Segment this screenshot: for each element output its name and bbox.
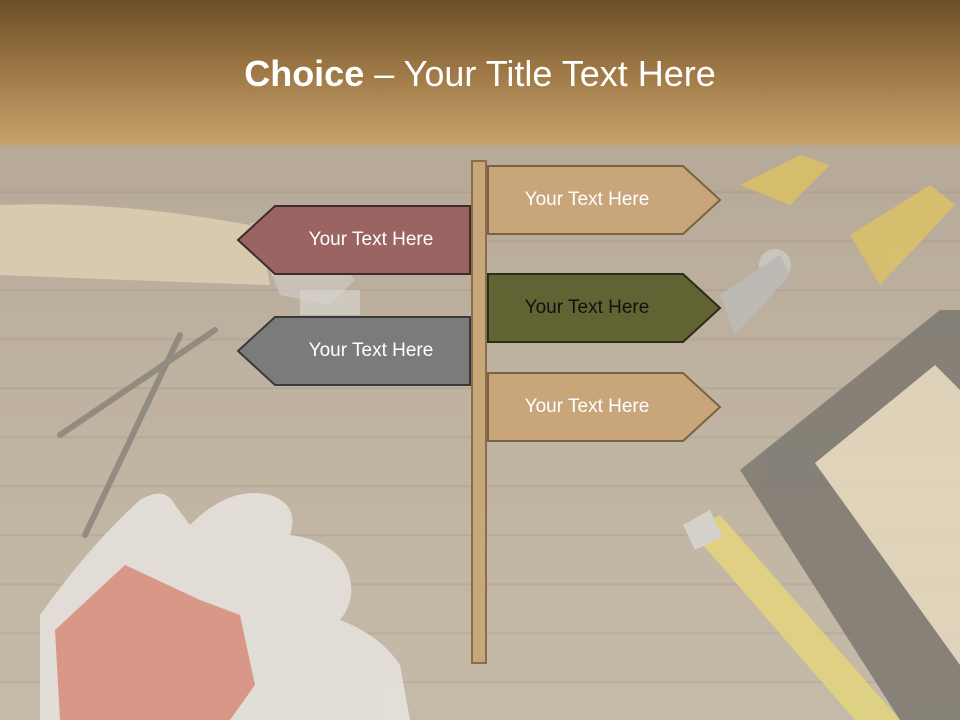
sign-left-1-label: Your Text Here xyxy=(308,229,434,250)
sign-left-1[interactable]: Your Text Here xyxy=(235,205,471,275)
work-glove-icon xyxy=(40,493,410,720)
slide-title[interactable]: Choice – Your Title Text Here xyxy=(0,52,960,96)
tape-measure-icon xyxy=(683,510,900,720)
sign-left-1-shape xyxy=(236,205,471,275)
sign-left-2-label: Your Text Here xyxy=(308,340,434,361)
sign-right-2-shape xyxy=(487,273,722,343)
signpost-pole xyxy=(471,160,487,664)
sign-left-2[interactable]: Your Text Here xyxy=(235,316,471,386)
sign-right-3-shape xyxy=(487,372,722,442)
nails-icon xyxy=(57,327,218,538)
sign-right-3[interactable]: Your Text Here xyxy=(487,372,723,442)
picture-frame-icon xyxy=(740,310,960,720)
sign-right-2[interactable]: Your Text Here xyxy=(487,273,723,343)
sign-right-1-label: Your Text Here xyxy=(524,189,650,210)
sign-right-1[interactable]: Your Text Here xyxy=(487,165,723,235)
title-bold: Choice xyxy=(244,53,365,94)
title-rest: – Your Title Text Here xyxy=(364,53,716,94)
title-band: Choice – Your Title Text Here xyxy=(0,0,960,145)
sign-right-2-label: Your Text Here xyxy=(524,297,650,318)
sign-right-3-label: Your Text Here xyxy=(524,396,650,417)
sign-right-1-shape xyxy=(487,165,722,235)
sign-left-2-shape xyxy=(236,316,471,386)
pliers-icon xyxy=(720,155,955,335)
